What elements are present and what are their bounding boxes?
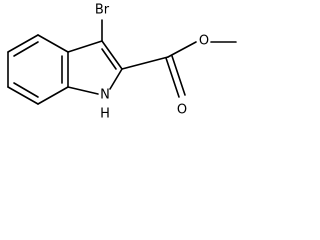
bond-c3-c2	[101, 40, 123, 70]
carbonyl-oxygen-label: O	[177, 103, 187, 118]
bond-c2-n1	[109, 68, 123, 90]
chemical-structure: Br N H O O	[7, 3, 237, 122]
double-bond-inner-c4-c5	[13, 41, 39, 57]
bond-c2-carbonyl-c	[121, 56, 169, 70]
bond-c6-c7	[7, 86, 39, 105]
bond-n1-c7a	[67, 86, 99, 95]
ester-oxygen-label: O	[199, 34, 209, 49]
bromine-label: Br	[95, 3, 110, 18]
bond-group	[7, 19, 237, 105]
bond-c7-c7a	[37, 86, 69, 105]
atom-label-group: Br N H O O	[95, 3, 209, 122]
bond-c4-c5	[7, 34, 39, 53]
bond-c3a-c3	[67, 40, 103, 53]
bond-carbonyl-double-b	[171, 55, 186, 96]
ring-nitrogen-label: N	[100, 88, 110, 103]
bond-carbonyl-double-a	[165, 57, 180, 98]
double-bond-inner-c6-c7	[13, 82, 39, 98]
bond-c3a-c4	[37, 34, 69, 53]
nitrogen-hydrogen-label: H	[100, 107, 110, 122]
bond-carbonyl-c-ester-o	[167, 41, 197, 58]
double-bond-c3-c2-inner	[101, 48, 117, 70]
